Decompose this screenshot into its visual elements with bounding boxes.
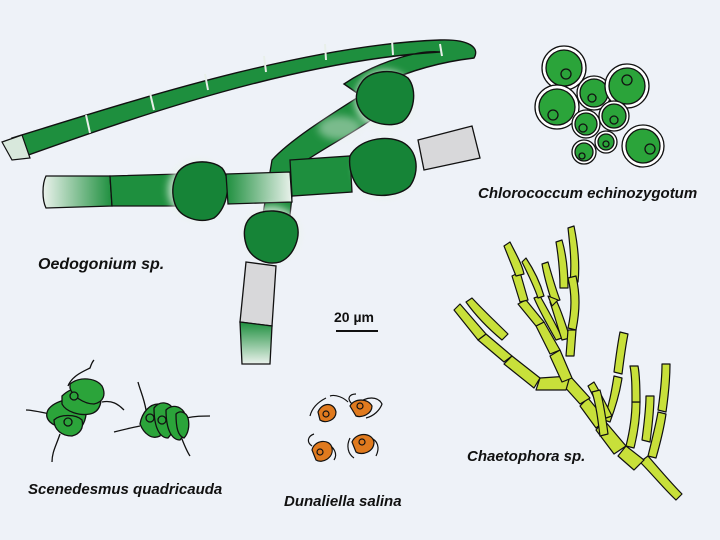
oedogonium-oogonium-top: [355, 71, 415, 126]
chaetophora-label: Chaetophora sp.: [467, 448, 586, 465]
oedogonium-oogonium-middle: [172, 161, 229, 222]
dunaliella-cell: [348, 393, 383, 419]
chlorococcum-cell: [604, 63, 650, 109]
scenedesmus-cell: [175, 411, 190, 439]
chlorococcum-cell: [621, 124, 665, 168]
scale-bar-label: 20 µm: [334, 309, 374, 325]
oedogonium-faded-cell-lower: [239, 321, 273, 365]
chlorococcum-cell: [594, 130, 618, 154]
oedogonium-cell-3: [225, 171, 293, 205]
scenedesmus-colony-right: [113, 381, 211, 457]
oedogonium-cell-4: [289, 155, 353, 197]
oedogonium-label: Oedogonium sp.: [38, 256, 165, 273]
chlorococcum-cell: [571, 139, 597, 165]
dunaliella-cells: [307, 393, 383, 462]
chlorococcum-label: Chlorococcum echinozygotum: [478, 185, 698, 202]
scenedesmus-label: Scenedesmus quadricauda: [28, 481, 223, 498]
chlorococcum-cell: [534, 84, 580, 130]
chlorococcum-cell: [598, 100, 630, 132]
chlorococcum-cell: [541, 45, 587, 91]
main-axis: [639, 455, 683, 501]
scale-bar: [336, 330, 378, 332]
oedogonium-upper-tip: [1, 134, 31, 161]
oedogonium-oogonium-lower: [243, 210, 299, 264]
upper-cell-walls: [85, 39, 443, 134]
oedogonium-dead-cell-right: [417, 125, 481, 171]
dunaliella-cell: [309, 394, 349, 423]
chaetophora-thallus: [453, 225, 683, 501]
chlorococcum-cell: [571, 109, 601, 139]
chlorococcum-cells: [534, 45, 665, 168]
oedogonium-oogonium-right: [348, 137, 417, 197]
dunaliella-cell: [307, 433, 337, 462]
scenedesmus-colony-left: [25, 359, 125, 463]
oedogonium-dead-cell-lower: [239, 261, 277, 327]
chlorococcum-cell: [576, 75, 612, 111]
oedogonium-filaments: [1, 39, 481, 365]
dunaliella-cell: [347, 433, 379, 459]
oedogonium-cell-1: [42, 175, 113, 209]
dunaliella-label: Dunaliella salina: [284, 493, 402, 510]
